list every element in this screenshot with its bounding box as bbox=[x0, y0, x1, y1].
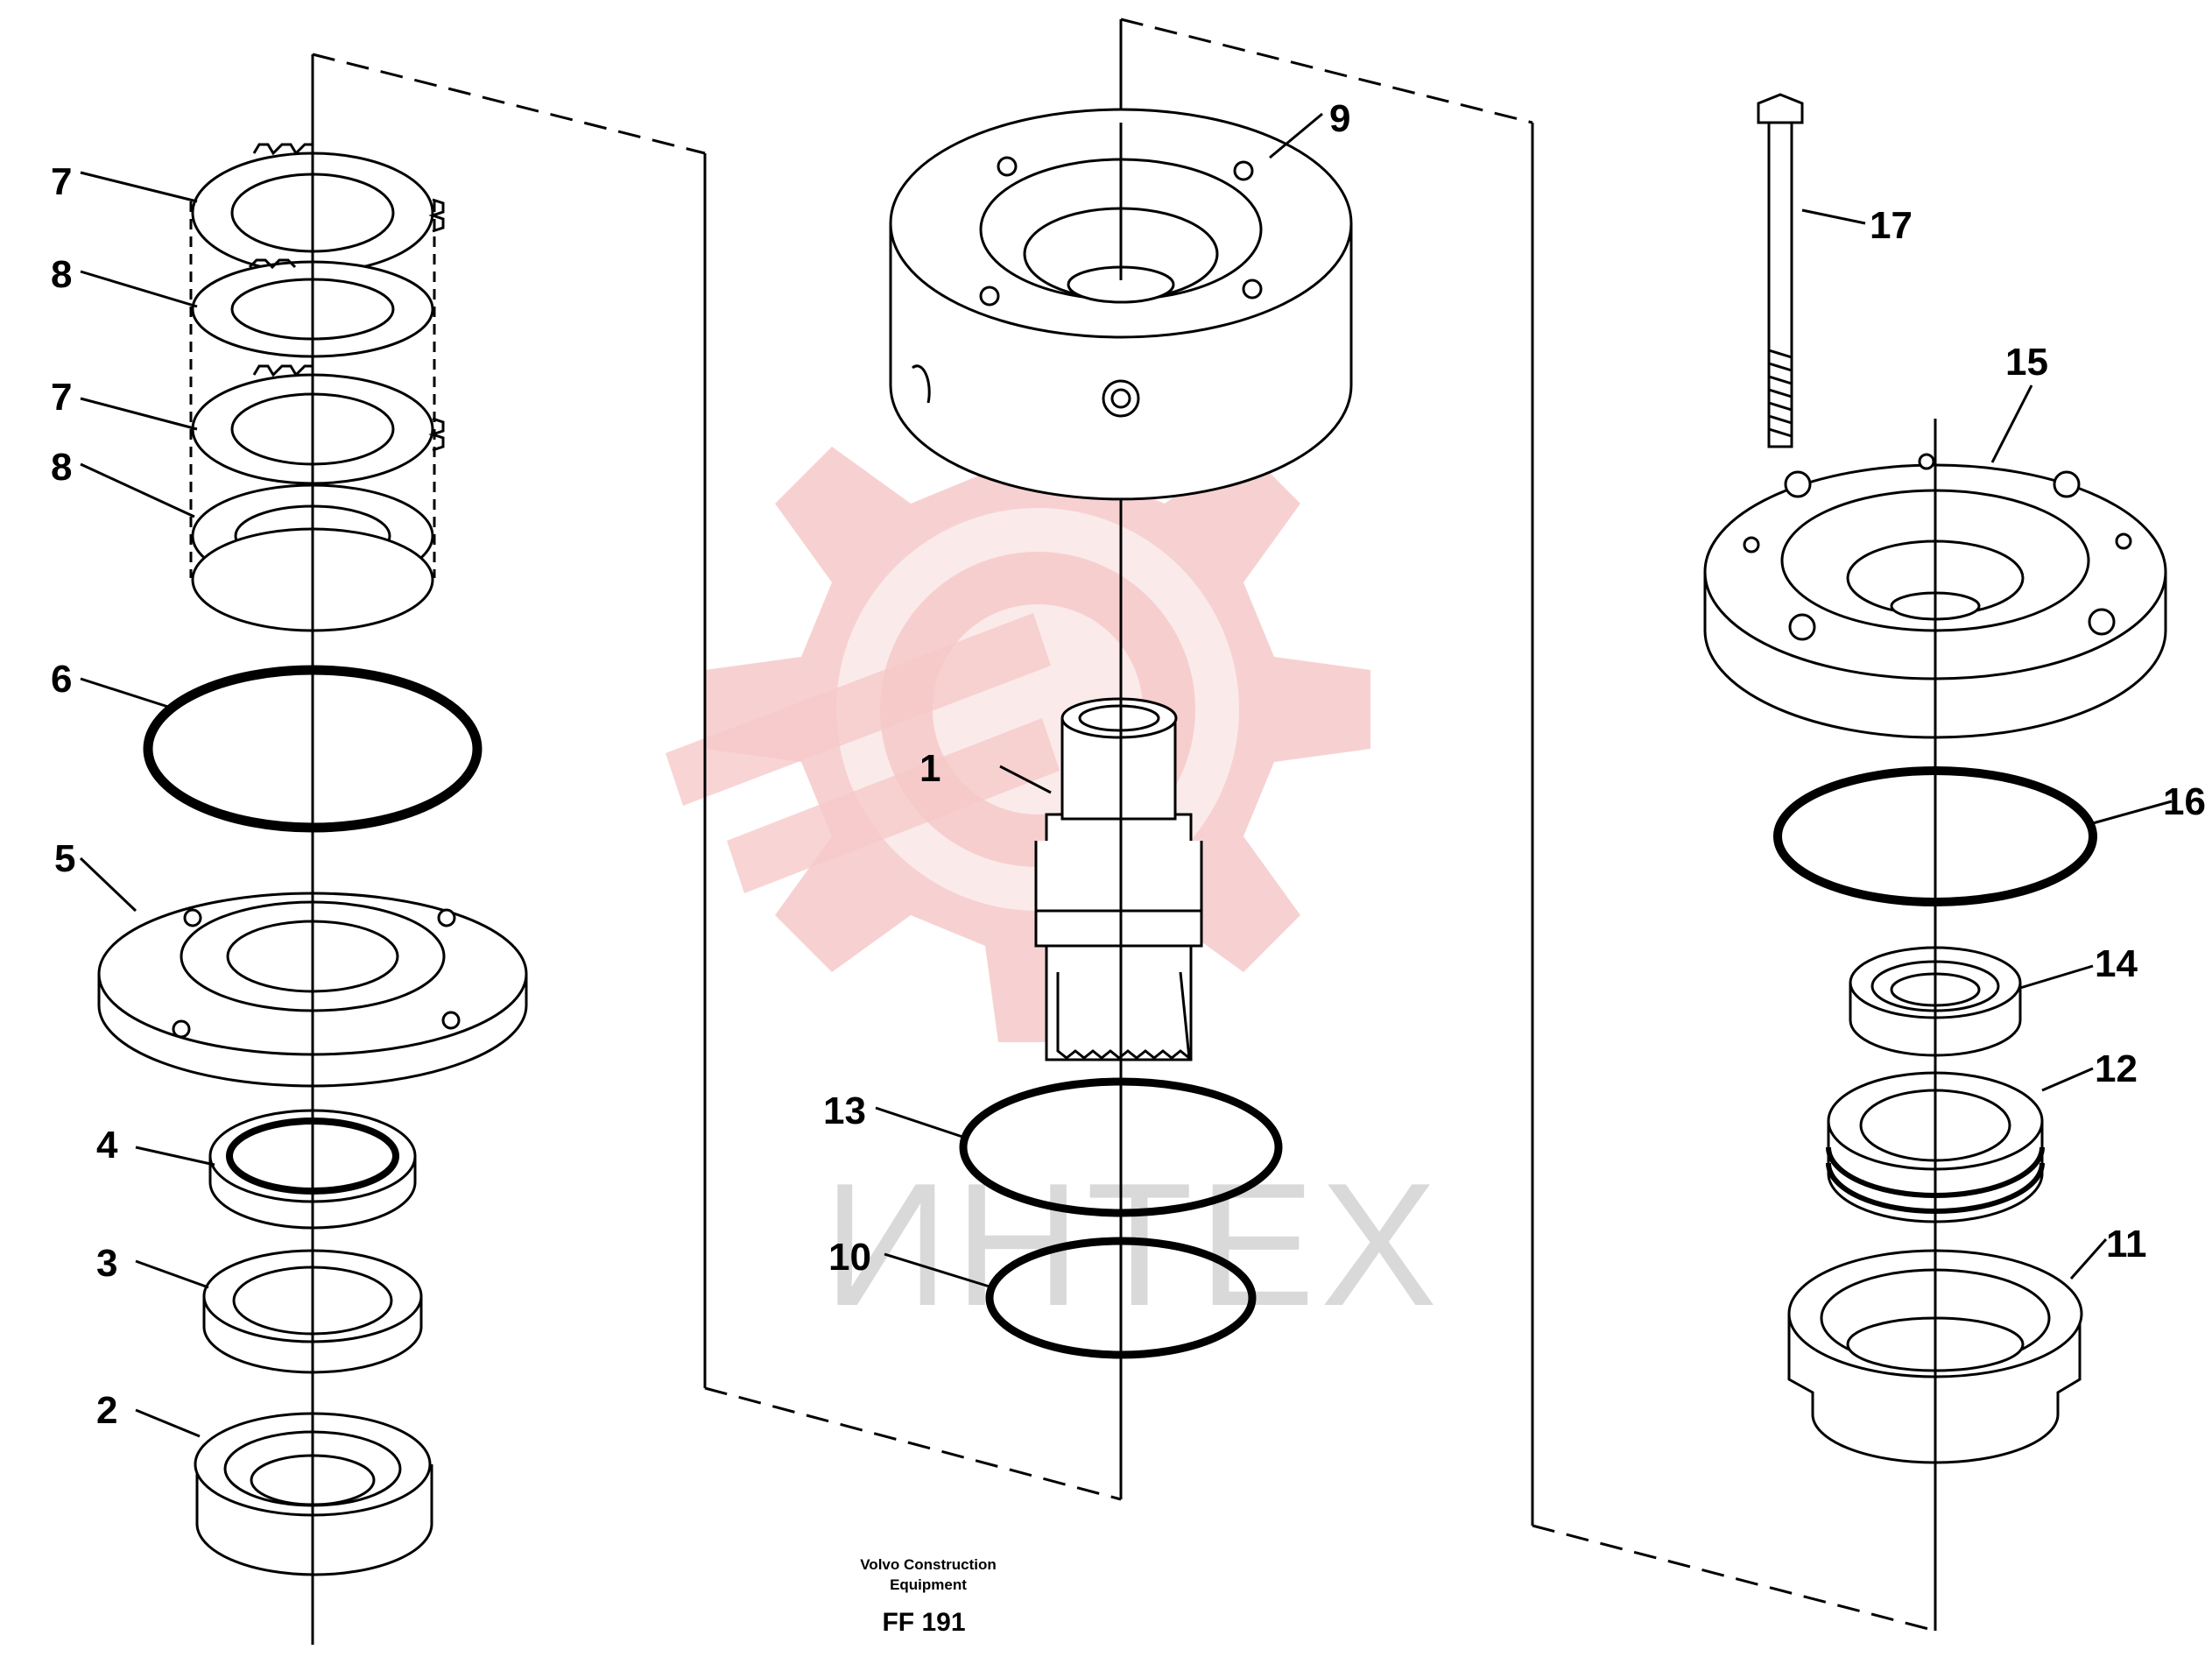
callout-4: 4 bbox=[96, 1124, 118, 1167]
part-7-upper bbox=[191, 143, 445, 274]
part-11-o-ring bbox=[959, 1077, 1283, 1217]
callout-7-lower: 7 bbox=[51, 376, 72, 419]
callout-16: 16 bbox=[2163, 780, 2206, 823]
leader-lines bbox=[79, 112, 2173, 1438]
center-column-parts bbox=[889, 108, 1353, 1359]
callout-7-upper: 7 bbox=[51, 160, 72, 203]
callout-labels: 7 8 7 8 6 5 4 3 2 1 13 10 9 17 15 16 14 … bbox=[51, 97, 2206, 1432]
callout-15: 15 bbox=[2005, 341, 2048, 384]
callout-8-lower: 8 bbox=[51, 446, 72, 489]
part-1-shaft bbox=[1034, 499, 1203, 1086]
callout-6: 6 bbox=[51, 658, 72, 701]
footer-company-line1: Volvo Construction bbox=[860, 1556, 997, 1573]
callout-3: 3 bbox=[96, 1242, 117, 1285]
footer: Volvo Construction Equipment FF 191 bbox=[860, 1556, 997, 1637]
callout-8-upper: 8 bbox=[51, 253, 72, 296]
footer-company-line2: Equipment bbox=[890, 1576, 967, 1593]
callout-11: 13 bbox=[823, 1089, 866, 1132]
part-10-o-ring bbox=[985, 1237, 1257, 1359]
part-17-bolt bbox=[1757, 93, 1804, 448]
right-column-parts bbox=[1703, 93, 2167, 1629]
footer-drawing-code: FF 191 bbox=[882, 1608, 965, 1637]
callout-10: 10 bbox=[828, 1236, 871, 1279]
callout-17: 17 bbox=[1870, 204, 1913, 247]
callout-14: 14 bbox=[2095, 942, 2138, 985]
callout-1: 1 bbox=[919, 747, 940, 790]
callout-9: 9 bbox=[1329, 97, 1350, 140]
callout-13: 12 bbox=[2095, 1047, 2138, 1090]
part-9-housing bbox=[889, 108, 1353, 501]
part-7-lower bbox=[191, 364, 445, 485]
callout-5: 5 bbox=[54, 837, 75, 880]
left-column-parts bbox=[97, 54, 528, 1645]
callout-12: 11 bbox=[2106, 1223, 2147, 1266]
callout-2: 2 bbox=[96, 1389, 117, 1432]
